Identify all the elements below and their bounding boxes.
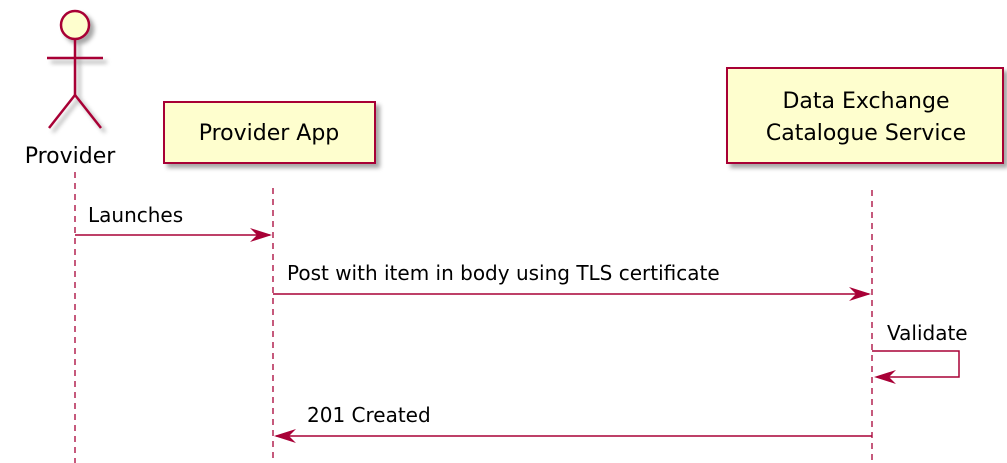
actor-provider [47, 9, 103, 129]
message-label: 201 Created [307, 403, 431, 427]
actor-head [59, 9, 91, 41]
actor-provider-label: Provider [25, 144, 117, 169]
arrowhead-icon [874, 370, 896, 384]
arrowhead-icon [849, 287, 871, 301]
message-201-created: 201 Created [274, 403, 872, 443]
message-launches: Launches [75, 203, 272, 242]
actor-right-leg [74, 94, 102, 129]
participant-provider-app: Provider App [163, 101, 376, 164]
message-label: Post with item in body using TLS certifi… [287, 261, 720, 285]
message-label: Launches [88, 203, 183, 227]
arrowhead-icon [250, 228, 272, 242]
participant-catalogue-label-line2: Catalogue Service [766, 121, 966, 146]
participant-catalogue-service: Data Exchange Catalogue Service [726, 67, 1004, 164]
participant-catalogue-label-line1: Data Exchange [782, 89, 949, 114]
message-post-item: Post with item in body using TLS certifi… [273, 261, 871, 301]
message-line [872, 350, 960, 378]
actor-left-leg [48, 94, 76, 129]
message-validate: Validate [872, 321, 968, 384]
participant-box [726, 67, 1004, 164]
message-label: Validate [887, 321, 968, 345]
arrowhead-icon [274, 429, 296, 443]
participant-provider-app-label: Provider App [199, 121, 340, 146]
participant-box [163, 101, 376, 164]
